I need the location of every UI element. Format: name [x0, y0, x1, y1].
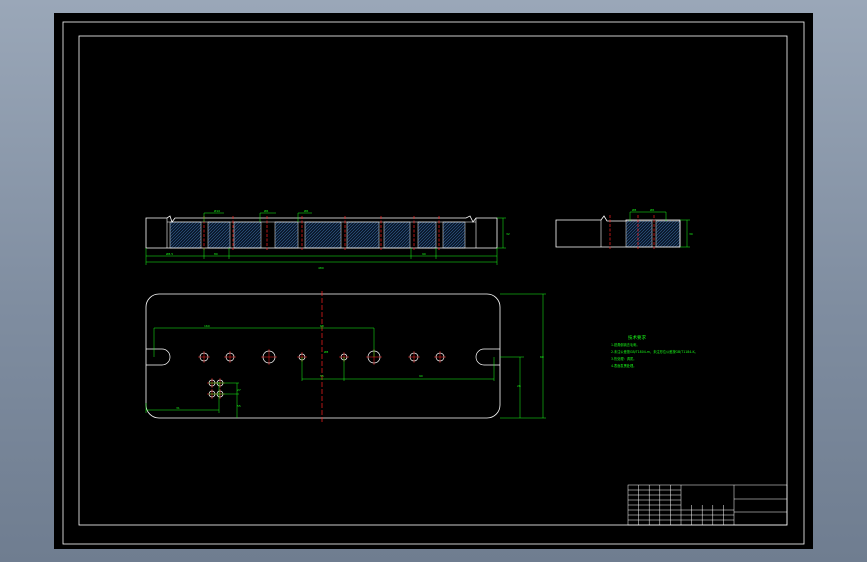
outer-border [62, 21, 805, 545]
plan-dim-9: 27 [237, 388, 241, 392]
hatch-block [169, 221, 202, 249]
notes-line-1: 1.锐角倒钝去毛刺。 [611, 342, 640, 347]
side-outline [555, 215, 681, 248]
plan-dim-5: 90 [419, 374, 423, 378]
plan-dimensions [145, 293, 546, 419]
dim-top-3: Ø6 [304, 208, 308, 213]
plan-hole [408, 351, 420, 363]
notes-line-3: 3.热处理：调质。 [611, 356, 636, 361]
plan-hole [198, 351, 210, 363]
side-dimensions [629, 211, 690, 248]
plan-hole [224, 351, 236, 363]
side-hatch-block [625, 220, 653, 248]
hatch-block [442, 221, 466, 249]
plan-dim-6: 60 [540, 355, 544, 359]
hatch-block [233, 221, 262, 249]
section-hatching [169, 221, 466, 249]
inner-border [78, 35, 788, 526]
dim-bottom-2: 80 [214, 252, 218, 256]
hatch-block [274, 221, 299, 249]
plan-view: 160 68 Ø8 55 90 60 26 31 27 55 [145, 291, 546, 423]
left-slot [146, 348, 171, 366]
notes-line-4: 4.表面发黑处理。 [611, 363, 636, 368]
plan-dim-4: 55 [320, 374, 324, 378]
title-block [627, 484, 788, 526]
side-dim-1: Ø8 [632, 207, 636, 212]
plan-dim-2: 68 [320, 324, 324, 328]
dim-height: 32 [506, 232, 510, 236]
cad-drawing: Ø10 Ø6 Ø6 Ø8.5 80 480 90 32 Ø8 Ø6 30 [62, 21, 805, 545]
section-dimensions [145, 212, 506, 265]
plan-hole [261, 349, 277, 365]
plan-dim-7: 26 [517, 384, 521, 388]
side-hatch-block [655, 220, 681, 248]
notes-line-2: 2.未注公差按GB/T1804-m，未注形位公差按GB/T1184-K。 [611, 349, 698, 354]
plan-hole [434, 351, 446, 363]
plan-dim-3: Ø8 [324, 349, 328, 354]
hatch-block [304, 221, 342, 249]
hatch-block [207, 221, 231, 249]
side-dim-height: 30 [689, 232, 693, 236]
dim-bottom-1: Ø8.5 [166, 251, 173, 256]
right-slot [475, 348, 500, 366]
hatch-block [417, 221, 437, 249]
side-centerlines [609, 215, 655, 249]
dim-bottom-4: 90 [422, 252, 426, 256]
hatch-block [383, 221, 411, 249]
hatch-block [346, 221, 380, 249]
plan-dim-8: 31 [176, 406, 180, 410]
technical-notes: 技术要求 1.锐角倒钝去毛刺。 2.未注公差按GB/T1804-m，未注形位公差… [611, 334, 698, 368]
dim-top-1: Ø10 [214, 208, 220, 213]
plan-outline [145, 293, 501, 419]
plan-dim-10: 55 [237, 404, 241, 408]
side-hatching [625, 220, 681, 248]
cad-drawing-viewport[interactable]: Ø10 Ø6 Ø6 Ø8.5 80 480 90 32 Ø8 Ø6 30 [54, 13, 813, 549]
section-outline [145, 215, 498, 249]
dim-bottom-3: 480 [318, 266, 324, 270]
section-view: Ø10 Ø6 Ø6 Ø8.5 80 480 90 32 [145, 208, 510, 270]
title-block-grid [628, 485, 734, 525]
side-dim-2: Ø6 [650, 207, 654, 212]
side-view: Ø8 Ø6 30 [555, 207, 693, 249]
notes-title: 技术要求 [628, 334, 646, 341]
dim-top-2: Ø6 [264, 208, 268, 213]
plan-dim-1: 160 [204, 324, 210, 328]
